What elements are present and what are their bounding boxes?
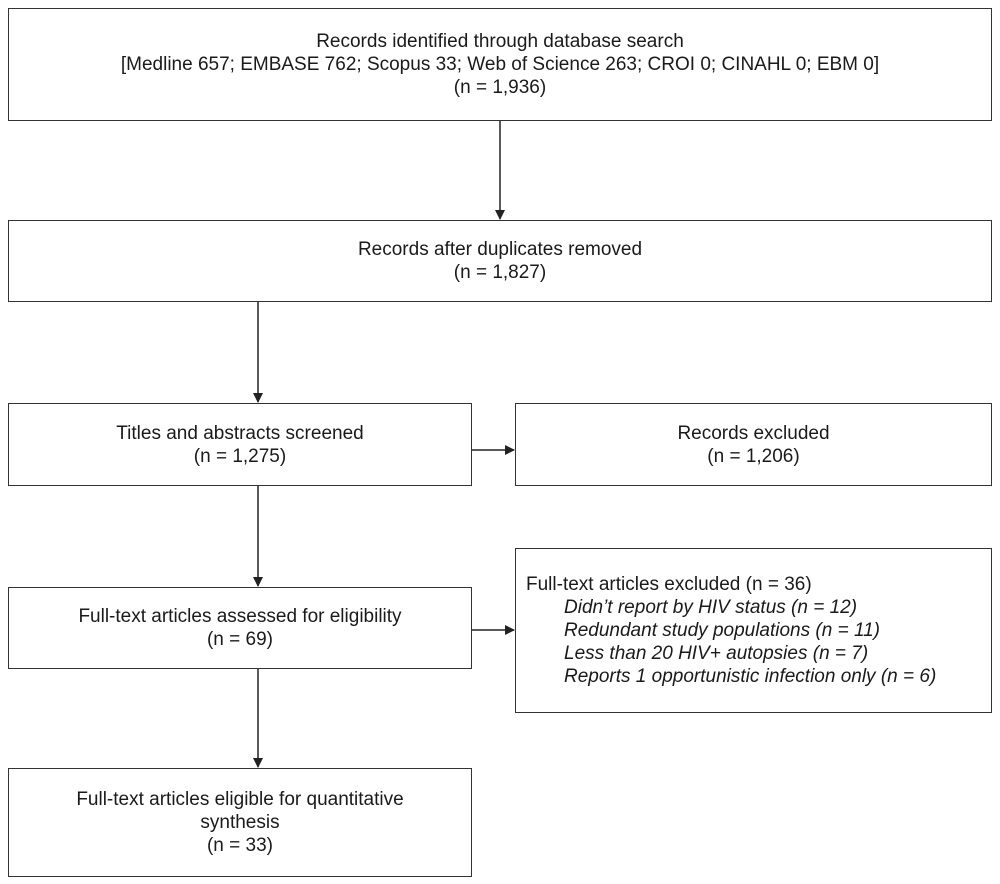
duplicates-removed-title: Records after duplicates removed: [357, 239, 643, 260]
eligible-title: Full-text articles eligible for quantita…: [76, 789, 404, 810]
records-identified-count: (n = 1,936): [453, 77, 547, 98]
assessed-box: Full-text articles assessed for eligibil…: [8, 587, 472, 669]
records-identified-title: Records identified through database sear…: [316, 31, 684, 52]
duplicates-removed-count: (n = 1,827): [453, 262, 547, 283]
assessed-title: Full-text articles assessed for eligibil…: [78, 606, 402, 627]
records-excluded-count: (n = 1,206): [707, 445, 800, 467]
exclusion-reason-item: Didn’t report by HIV status (n = 12): [564, 597, 858, 618]
records-identified-box: Records identified through database sear…: [8, 8, 992, 121]
fulltext-excluded-box: Full-text articles excluded (n = 36) Did…: [515, 548, 992, 713]
screened-title: Titles and abstracts screened: [116, 422, 364, 444]
eligible-count: (n = 33): [206, 835, 273, 856]
exclusion-reason-item: Less than 20 HIV+ autopsies (n = 7): [564, 643, 869, 664]
assessed-count: (n = 69): [206, 629, 273, 650]
exclusion-reason-item: Redundant study populations (n = 11): [564, 620, 881, 641]
exclusion-reason-item: Reports 1 opportunistic infection only (…: [564, 666, 937, 687]
eligible-box: Full-text articles eligible for quantita…: [8, 768, 472, 877]
screened-count: (n = 1,275): [193, 445, 287, 467]
screened-box: Titles and abstracts screened (n = 1,275…: [8, 403, 472, 486]
records-excluded-title: Records excluded: [677, 422, 830, 444]
fulltext-excluded-heading: Full-text articles excluded (n = 36): [526, 574, 812, 595]
records-excluded-box: Records excluded (n = 1,206): [515, 403, 992, 486]
duplicates-removed-box: Records after duplicates removed (n = 1,…: [8, 220, 992, 302]
records-identified-sources: [Medline 657; EMBASE 762; Scopus 33; Web…: [120, 54, 880, 75]
eligible-title-continued: synthesis: [200, 812, 280, 833]
